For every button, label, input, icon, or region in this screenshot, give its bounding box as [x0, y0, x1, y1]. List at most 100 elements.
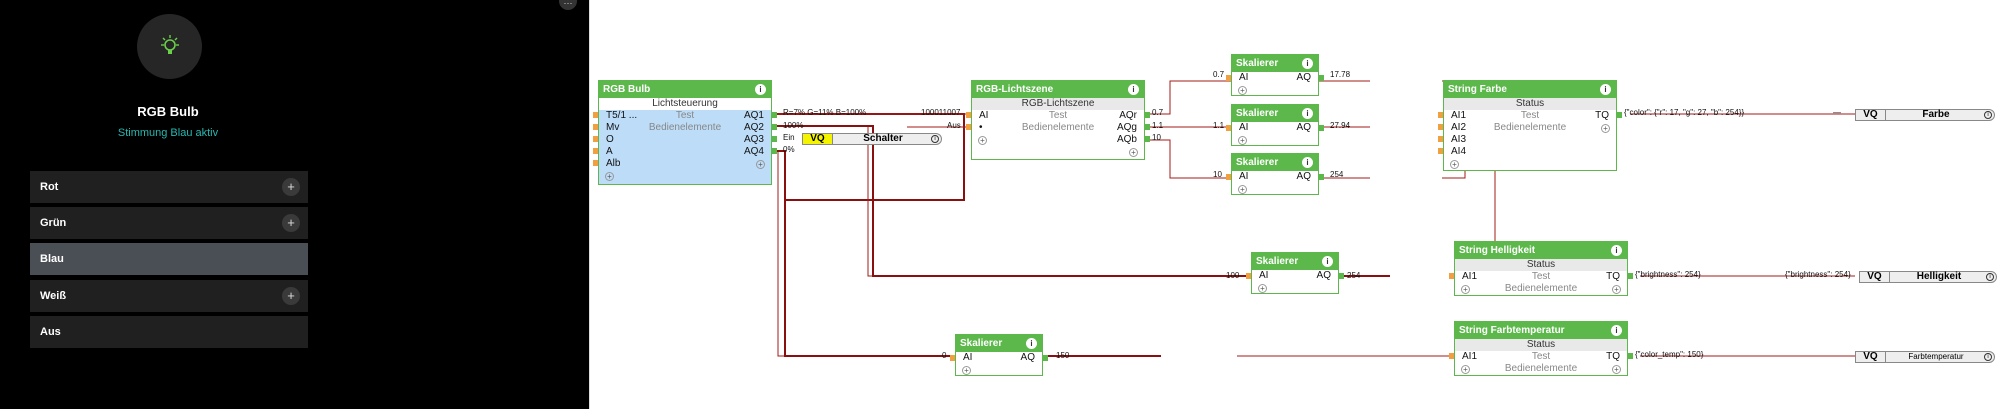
- add-icon[interactable]: +: [605, 172, 614, 181]
- value-aq4: 0%: [783, 145, 795, 154]
- vq-schalter[interactable]: VQ Schalter i: [802, 133, 942, 145]
- info-icon[interactable]: i: [1128, 84, 1139, 95]
- info-icon[interactable]: i: [1302, 58, 1313, 69]
- scene-gruen[interactable]: Grün+: [30, 207, 308, 239]
- vq-tag: VQ: [1856, 352, 1886, 362]
- block-title: String Helligkeit: [1459, 245, 1536, 256]
- vq-label: Farbe: [1922, 109, 1950, 120]
- bedien-label: Bedienelemente: [1493, 122, 1567, 133]
- info-icon[interactable]: i: [755, 84, 766, 95]
- add-icon[interactable]: +: [1129, 148, 1138, 157]
- info-icon[interactable]: i: [931, 135, 939, 143]
- add-icon[interactable]: +: [1461, 365, 1470, 374]
- add-icon[interactable]: +: [1450, 160, 1459, 169]
- add-icon[interactable]: +: [756, 160, 765, 169]
- value-aqb: 10: [1152, 133, 1161, 142]
- plus-icon[interactable]: +: [282, 178, 300, 196]
- input-label: AI1: [1462, 271, 1478, 282]
- vq-label: Farbtemperatur: [1908, 352, 1964, 361]
- vq-label: Schalter: [863, 133, 903, 144]
- output-label: AQ: [1296, 72, 1311, 83]
- value-farbe-far: —: [1833, 108, 1841, 117]
- input-label: A: [606, 146, 613, 157]
- add-icon[interactable]: +: [1258, 284, 1267, 293]
- info-icon[interactable]: i: [1611, 245, 1622, 256]
- info-icon[interactable]: i: [1986, 273, 1994, 281]
- value-aq2: 100%: [783, 121, 804, 130]
- info-icon[interactable]: i: [1984, 353, 1992, 361]
- vq-farbtemperatur[interactable]: VQ Farbtemperatur i: [1855, 351, 1995, 363]
- info-icon[interactable]: i: [1026, 338, 1037, 349]
- info-icon[interactable]: i: [1600, 84, 1611, 95]
- output-label: AQg: [1116, 122, 1137, 133]
- input-label: O: [606, 134, 614, 145]
- output-label: AQ3: [743, 134, 764, 145]
- plus-icon[interactable]: +: [282, 214, 300, 232]
- input-label: T5/1 ...: [606, 110, 638, 121]
- scene-blau[interactable]: Blau: [30, 243, 308, 275]
- device-status: Stimmung Blau aktiv: [117, 127, 219, 139]
- info-icon[interactable]: i: [1322, 256, 1333, 267]
- add-icon[interactable]: +: [1612, 365, 1621, 374]
- block-title: Skalierer: [960, 338, 1003, 349]
- scene-weiss[interactable]: Weiß+: [30, 280, 308, 312]
- value-aq3: Ein: [783, 133, 795, 142]
- value-aq1: R=7% G=11% B=100%: [783, 108, 867, 117]
- output-label: TQ: [1606, 351, 1620, 362]
- value-aqr: 0.7: [1152, 108, 1164, 117]
- value-sk3-out: 254: [1330, 170, 1344, 179]
- block-subtitle: Lichtsteuerung: [652, 98, 718, 109]
- output-label: AQ: [1296, 122, 1311, 133]
- add-icon[interactable]: +: [978, 136, 987, 145]
- block-title: String Farbe: [1448, 84, 1507, 95]
- device-title: RGB Bulb: [137, 104, 199, 119]
- value-szene-in: 100011007: [921, 108, 961, 117]
- block-title: String Farbtemperatur: [1459, 325, 1565, 336]
- block-title: Skalierer: [1256, 256, 1299, 267]
- plus-icon[interactable]: +: [282, 287, 300, 305]
- add-icon[interactable]: +: [1601, 124, 1610, 133]
- vq-tag: VQ: [1860, 272, 1890, 282]
- value-aqg: 1.1: [1152, 121, 1164, 130]
- add-icon[interactable]: +: [1238, 185, 1247, 194]
- add-icon[interactable]: +: [1461, 285, 1470, 294]
- value-sk5-out: 150: [1056, 351, 1070, 360]
- output-label: AQ2: [743, 122, 764, 133]
- value-sk5-in: 0: [942, 351, 947, 360]
- add-icon[interactable]: +: [1612, 285, 1621, 294]
- output-label: AQ: [1296, 171, 1311, 182]
- scene-aus[interactable]: Aus: [30, 316, 308, 348]
- info-icon[interactable]: i: [1984, 111, 1992, 119]
- info-icon[interactable]: i: [1611, 325, 1622, 336]
- bedien-label: Bedienelemente: [648, 122, 722, 133]
- value-sk1-in: 0.7: [1213, 70, 1225, 79]
- info-icon[interactable]: i: [1302, 108, 1313, 119]
- value-sk2-in: 1.1: [1213, 121, 1225, 130]
- value-farbe-out: {"color": {"r": 17, "g": 27, "b": 254}}: [1624, 108, 1745, 117]
- output-label: TQ: [1606, 271, 1620, 282]
- scene-rot[interactable]: Rot+: [30, 171, 308, 203]
- block-subtitle: RGB-Lichtszene: [972, 98, 1144, 110]
- vq-tag: VQ: [803, 134, 833, 144]
- value-sk1-out: 17.78: [1330, 70, 1351, 79]
- add-icon[interactable]: +: [962, 366, 971, 375]
- more-icon[interactable]: ⋯: [559, 0, 577, 10]
- add-icon[interactable]: +: [1238, 86, 1247, 95]
- input-label: AI: [1239, 72, 1249, 83]
- add-icon[interactable]: +: [1238, 136, 1247, 145]
- test-label: Test: [1520, 110, 1540, 121]
- info-icon[interactable]: i: [1302, 157, 1313, 168]
